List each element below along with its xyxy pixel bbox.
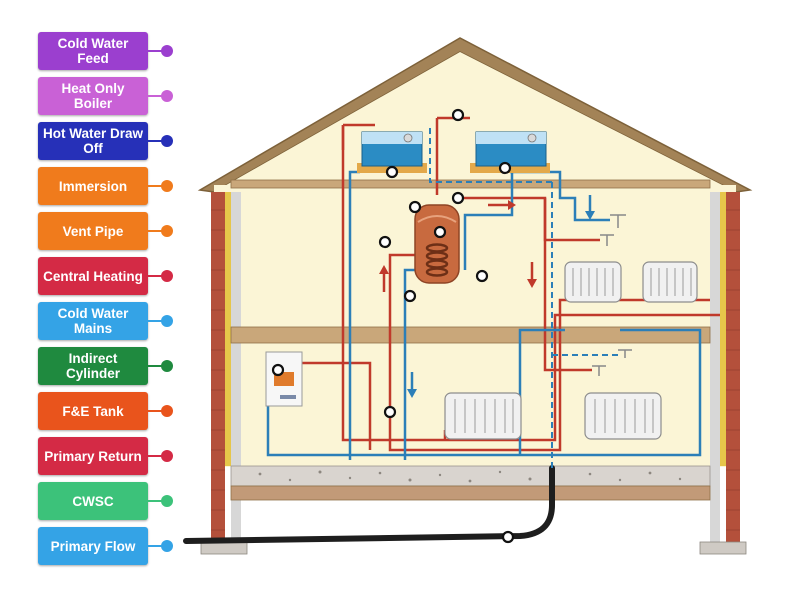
left-foundation <box>200 541 248 555</box>
label-heat-only-boiler[interactable]: Heat Only Boiler <box>38 77 148 115</box>
hot-water-cylinder-icon <box>414 204 460 284</box>
label-vent-pipe[interactable]: Vent Pipe <box>38 212 148 250</box>
radiator-icon <box>584 392 662 440</box>
label-fe-tank[interactable]: F&E Tank <box>38 392 148 430</box>
radiator-icon <box>564 261 622 303</box>
label-indirect-cylinder[interactable]: Indirect Cylinder <box>38 347 148 385</box>
right-foundation <box>699 541 747 555</box>
loft-floor <box>230 179 711 189</box>
hot-pipes <box>300 116 720 452</box>
label-hot-water-draw-off[interactable]: Hot Water Draw Off <box>38 122 148 160</box>
label-cold-water-mains[interactable]: Cold Water Mains <box>38 302 148 340</box>
boiler-icon <box>265 351 303 407</box>
label-cold-water-feed[interactable]: Cold Water Feed <box>38 32 148 70</box>
label-central-heating[interactable]: Central Heating <box>38 257 148 295</box>
right-brick-wall <box>710 192 740 542</box>
drop-zone-marker-icon[interactable] <box>271 108 515 544</box>
tap-icon <box>592 214 632 376</box>
ground-slab <box>230 465 711 501</box>
label-primary-return[interactable]: Primary Return <box>38 437 148 475</box>
label-primary-flow[interactable]: Primary Flow <box>38 527 148 565</box>
radiator-icon <box>642 261 698 303</box>
left-brick-wall <box>211 192 241 542</box>
cold-mains-riser <box>429 125 620 468</box>
label-cwsc[interactable]: CWSC <box>38 482 148 520</box>
flow-arrow-icon <box>379 195 595 398</box>
radiator-icon <box>444 392 522 440</box>
label-immersion[interactable]: Immersion <box>38 167 148 205</box>
mains-pipe <box>183 465 555 544</box>
